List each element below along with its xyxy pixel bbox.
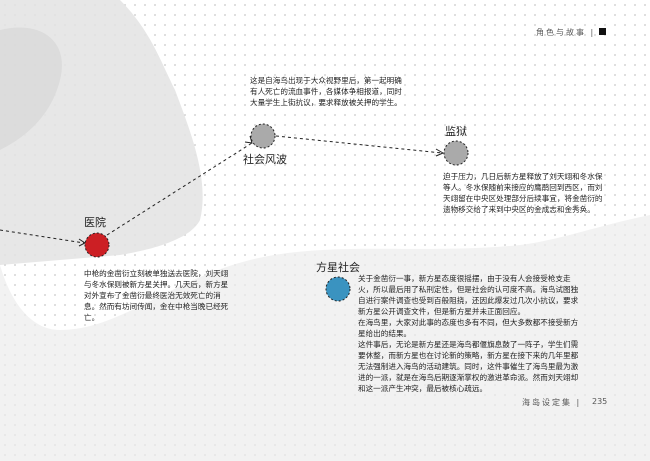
paragraph: 在海鸟里，大家对此事的态度也多有不同，但大多数都不接受新方星给出的结果。	[358, 318, 579, 338]
hospital-label: 医院	[84, 216, 106, 229]
prison-node	[443, 140, 469, 166]
fangxing-text: 关于金凿衍一事，新方星态度很摇摆，由于没有人会接受枪支走火，所以最后用了私刑定性…	[358, 273, 584, 394]
social-text: 这是自海鸟出现于大众视野里后，第一起明确有人死亡的流血事件，各媒体争相报道，同时…	[250, 76, 402, 107]
fangxing-label: 方星社会	[316, 261, 360, 274]
hospital-node	[84, 232, 110, 258]
paragraph: 这件事后，无论是新方星还是海鸟都偃旗息鼓了一阵子，学生们需要休整，而新方星也在讨…	[358, 340, 579, 393]
arrow-to-hospital	[0, 229, 85, 244]
hospital-text: 中枪的金凿衍立刻被单独送去医院，刘天翊与冬水保则被新方星关押。几天后，新方星对外…	[84, 269, 229, 322]
social-node	[250, 123, 276, 149]
section-header: 角色与故事 |	[536, 28, 596, 37]
paragraph: 关于金凿衍一事，新方星态度很摇摆，由于没有人会接受枪支走火，所以最后用了私刑定性…	[358, 274, 579, 316]
prison-text: 迫于压力，几日后新方星释放了刘天翊和冬水保等人。冬水保随前来接应的鹰鹃回到西区，…	[443, 172, 603, 214]
social-label: 社会风波	[243, 153, 287, 166]
footer-book: 海岛设定集 |	[522, 398, 582, 407]
fangxing-node	[325, 276, 351, 302]
page-number: 235	[592, 397, 608, 406]
prison-label: 监狱	[445, 125, 467, 138]
header-square-icon	[599, 28, 606, 35]
